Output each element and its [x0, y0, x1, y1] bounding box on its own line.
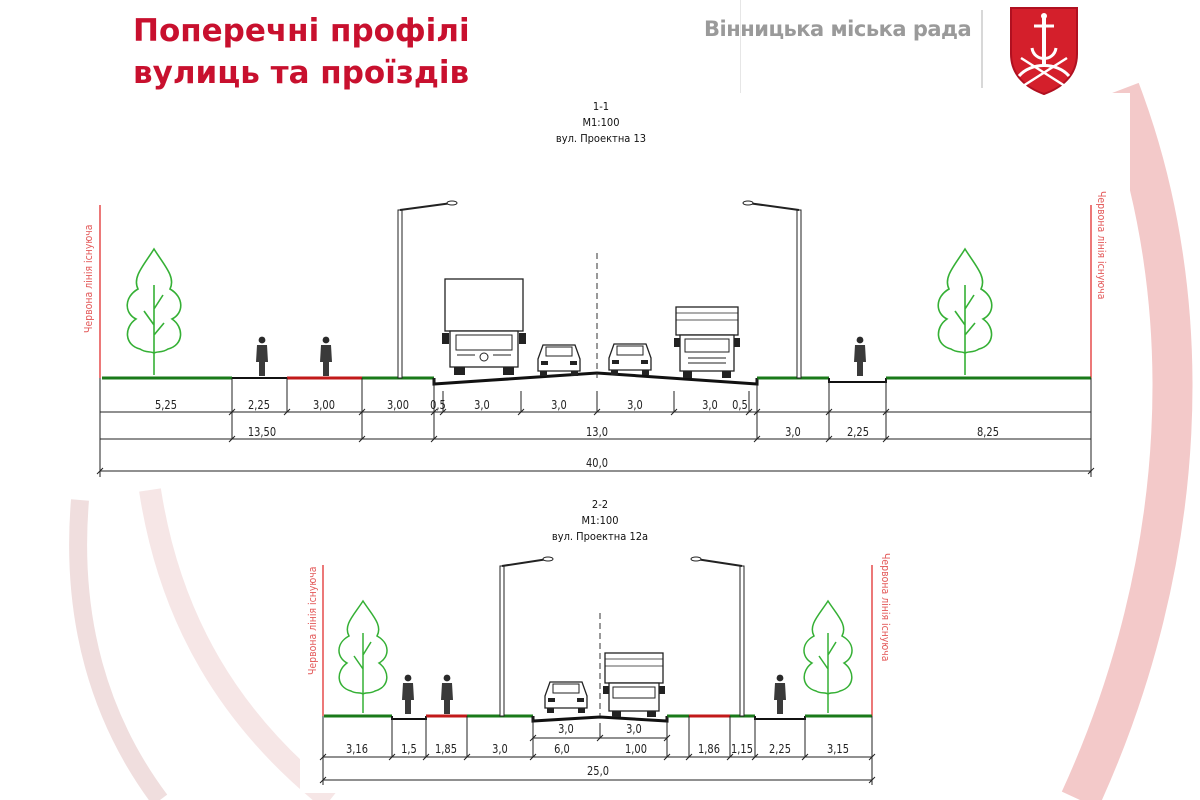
dim-label: 2,25: [847, 425, 869, 439]
pedestrian-icon: [854, 336, 866, 376]
coat-of-arms-icon: [1010, 7, 1078, 96]
dim-label: 1,15: [731, 742, 753, 756]
dim-label: 3,00: [387, 398, 409, 412]
dim-label: 1,00: [625, 742, 647, 756]
car-icon: [608, 343, 652, 376]
dimension-lines: [96, 378, 1095, 477]
dim-label: 8,25: [977, 425, 999, 439]
street-lamp-icon: [397, 200, 458, 379]
section-2-street: вул. Проектна 12а: [551, 530, 649, 543]
title-line-1: Поперечні профілі: [133, 13, 470, 49]
dim-label: 3,0: [627, 398, 643, 412]
dim-total: 25,0: [587, 764, 609, 778]
dim-label: 3,15: [827, 742, 849, 756]
header-divider: [981, 10, 983, 88]
section-1-caption: 1-1 М1:100 вул. Проектна 13: [72, 99, 1130, 147]
lane-width-label: 3,0: [558, 722, 574, 736]
dim-label: 3,16: [346, 742, 368, 756]
section-1-number: 1-1: [592, 100, 610, 113]
red-line-label: Червона лінія існуюча: [1095, 191, 1108, 300]
section-2-caption: 2-2 М1:100 вул. Проектна 12а: [300, 497, 900, 545]
dim-label: 3,0: [492, 742, 508, 756]
dim-label: 1,86: [698, 742, 720, 756]
tree-icon: [937, 248, 993, 376]
pedestrian-icon: [402, 674, 414, 714]
street-lamp-icon: [742, 200, 802, 379]
section-1-street: вул. Проектна 13: [555, 132, 647, 145]
dim-label: 1,85: [435, 742, 457, 756]
street-lamp-icon: [690, 556, 745, 717]
red-line-label: Червона лінія існуюча: [879, 553, 892, 662]
dim-label: 3,00: [313, 398, 335, 412]
dim-label: 2,25: [769, 742, 791, 756]
dim-label: 3,0: [474, 398, 490, 412]
dim-label: 0,5: [732, 398, 748, 412]
lane-width-label: 3,0: [626, 722, 642, 736]
dim-label: 2,25: [248, 398, 270, 412]
dimension-lines: [319, 716, 876, 785]
title-line-2: вулиць та проїздів: [133, 55, 470, 91]
section-1-scale: М1:100: [582, 116, 620, 129]
dim-label: 1,5: [401, 742, 417, 756]
dim-label: 13,0: [586, 425, 608, 439]
dim-label: 3,0: [551, 398, 567, 412]
red-line-label: Червона лінія існуюча: [306, 566, 319, 675]
pedestrian-icon: [256, 336, 268, 376]
dim-label: 5,25: [155, 398, 177, 412]
section-1-panel: 1-1 М1:100 вул. Проектна 13: [72, 93, 1130, 488]
section-2-scale: М1:100: [581, 514, 619, 527]
truck-icon: [674, 306, 740, 378]
ground-profile: [324, 714, 872, 723]
section-2-drawing: [319, 556, 876, 785]
street-lamp-icon: [499, 556, 554, 717]
tree-icon: [126, 248, 182, 376]
section-2-number: 2-2: [591, 498, 609, 511]
dim-label: 0,5: [430, 398, 446, 412]
dim-label: 3,0: [785, 425, 801, 439]
tree-icon: [803, 600, 853, 714]
dim-label: 3,0: [702, 398, 718, 412]
page-title: Поперечні профілі вулиць та проїздів: [133, 10, 470, 94]
car-icon: [537, 344, 581, 377]
org-name: Вінницька міська рада: [704, 17, 972, 41]
tree-icon: [338, 600, 388, 714]
truck-icon: [441, 278, 527, 376]
dim-label: 6,0: [554, 742, 570, 756]
section-1-drawing: [96, 200, 1095, 477]
red-line-label: Червона лінія існуюча: [82, 224, 95, 333]
pedestrian-icon: [441, 674, 453, 714]
dim-label: 13,50: [247, 425, 277, 439]
pedestrian-icon: [320, 336, 332, 376]
dim-total: 40,0: [586, 456, 608, 470]
car-icon: [544, 681, 588, 714]
section-2-panel: 2-2 М1:100 вул. Проектна 12а: [300, 493, 900, 793]
truck-icon: [603, 652, 665, 717]
header-guide-line: [740, 0, 741, 96]
pedestrian-icon: [774, 674, 786, 714]
